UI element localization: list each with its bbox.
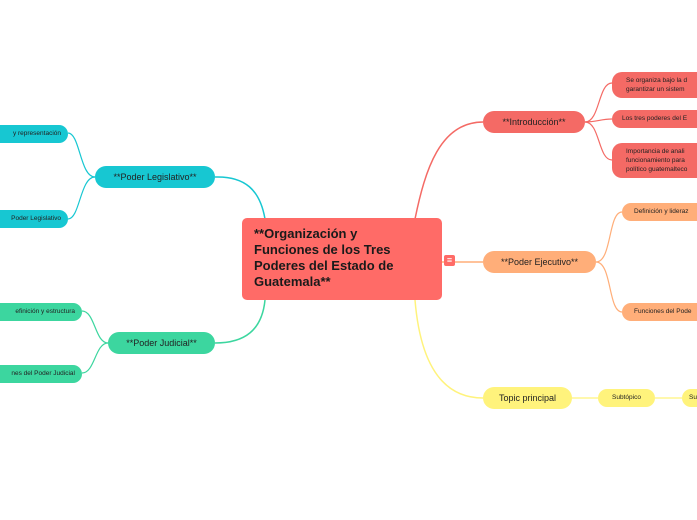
connector-intro-child-2 [584, 118, 613, 123]
connector-topic [414, 299, 484, 399]
connector-judicial [214, 299, 266, 344]
connector-legislativo-child-2 [67, 176, 96, 220]
connector-legislativo-child-1 [67, 132, 96, 178]
judicial-child-1[interactable]: efinición y estructura [0, 303, 82, 321]
connector-legislativo [214, 176, 266, 220]
branch-poder-legislativo[interactable]: **Poder Legislativo** [95, 166, 215, 188]
list-icon[interactable]: ≡ [444, 255, 455, 266]
judicial-child-2[interactable]: nes del Poder Judicial [0, 365, 82, 383]
connector-judicial-child-2 [81, 342, 109, 374]
subtopic-node-2[interactable]: Su [682, 389, 697, 407]
branch-poder-ejecutivo[interactable]: **Poder Ejecutivo** [483, 251, 596, 273]
ejecutivo-child-2[interactable]: Funciones del Pode [622, 303, 697, 321]
subtopic-node[interactable]: Subtópico [598, 389, 655, 407]
connector-intro-child-1 [584, 82, 613, 123]
connector-introduccion [414, 121, 484, 220]
central-title-line-1: **Organización y [254, 226, 358, 241]
central-title-line-4: Guatemala** [254, 274, 331, 289]
central-title-line-3: Poderes del Estado de [254, 258, 394, 273]
branch-topic-principal[interactable]: Topic principal [483, 387, 572, 409]
introduccion-child-1[interactable]: Se organiza bajo la d garantizar un sist… [612, 72, 697, 98]
ejecutivo-child-1[interactable]: Definición y lideraz [622, 203, 697, 221]
introduccion-child-3[interactable]: Importancia de anali funcionamiento para… [612, 143, 697, 178]
branch-poder-judicial[interactable]: **Poder Judicial** [108, 332, 215, 354]
connector-ejecutivo-child-1 [595, 211, 623, 263]
central-title-line-2: Funciones de los Tres [254, 242, 391, 257]
legislativo-child-2[interactable]: Poder Legislativo [0, 210, 68, 228]
connector-intro-child-3 [584, 121, 613, 161]
connector-judicial-child-1 [81, 310, 109, 344]
introduccion-child-2[interactable]: Los tres poderes del E [612, 110, 697, 128]
connector-ejecutivo-child-2 [595, 261, 623, 313]
legislativo-child-1[interactable]: y representación [0, 125, 68, 143]
branch-introduccion[interactable]: **Introducción** [483, 111, 585, 133]
central-topic[interactable]: **Organización y Funciones de los Tres P… [242, 218, 442, 300]
